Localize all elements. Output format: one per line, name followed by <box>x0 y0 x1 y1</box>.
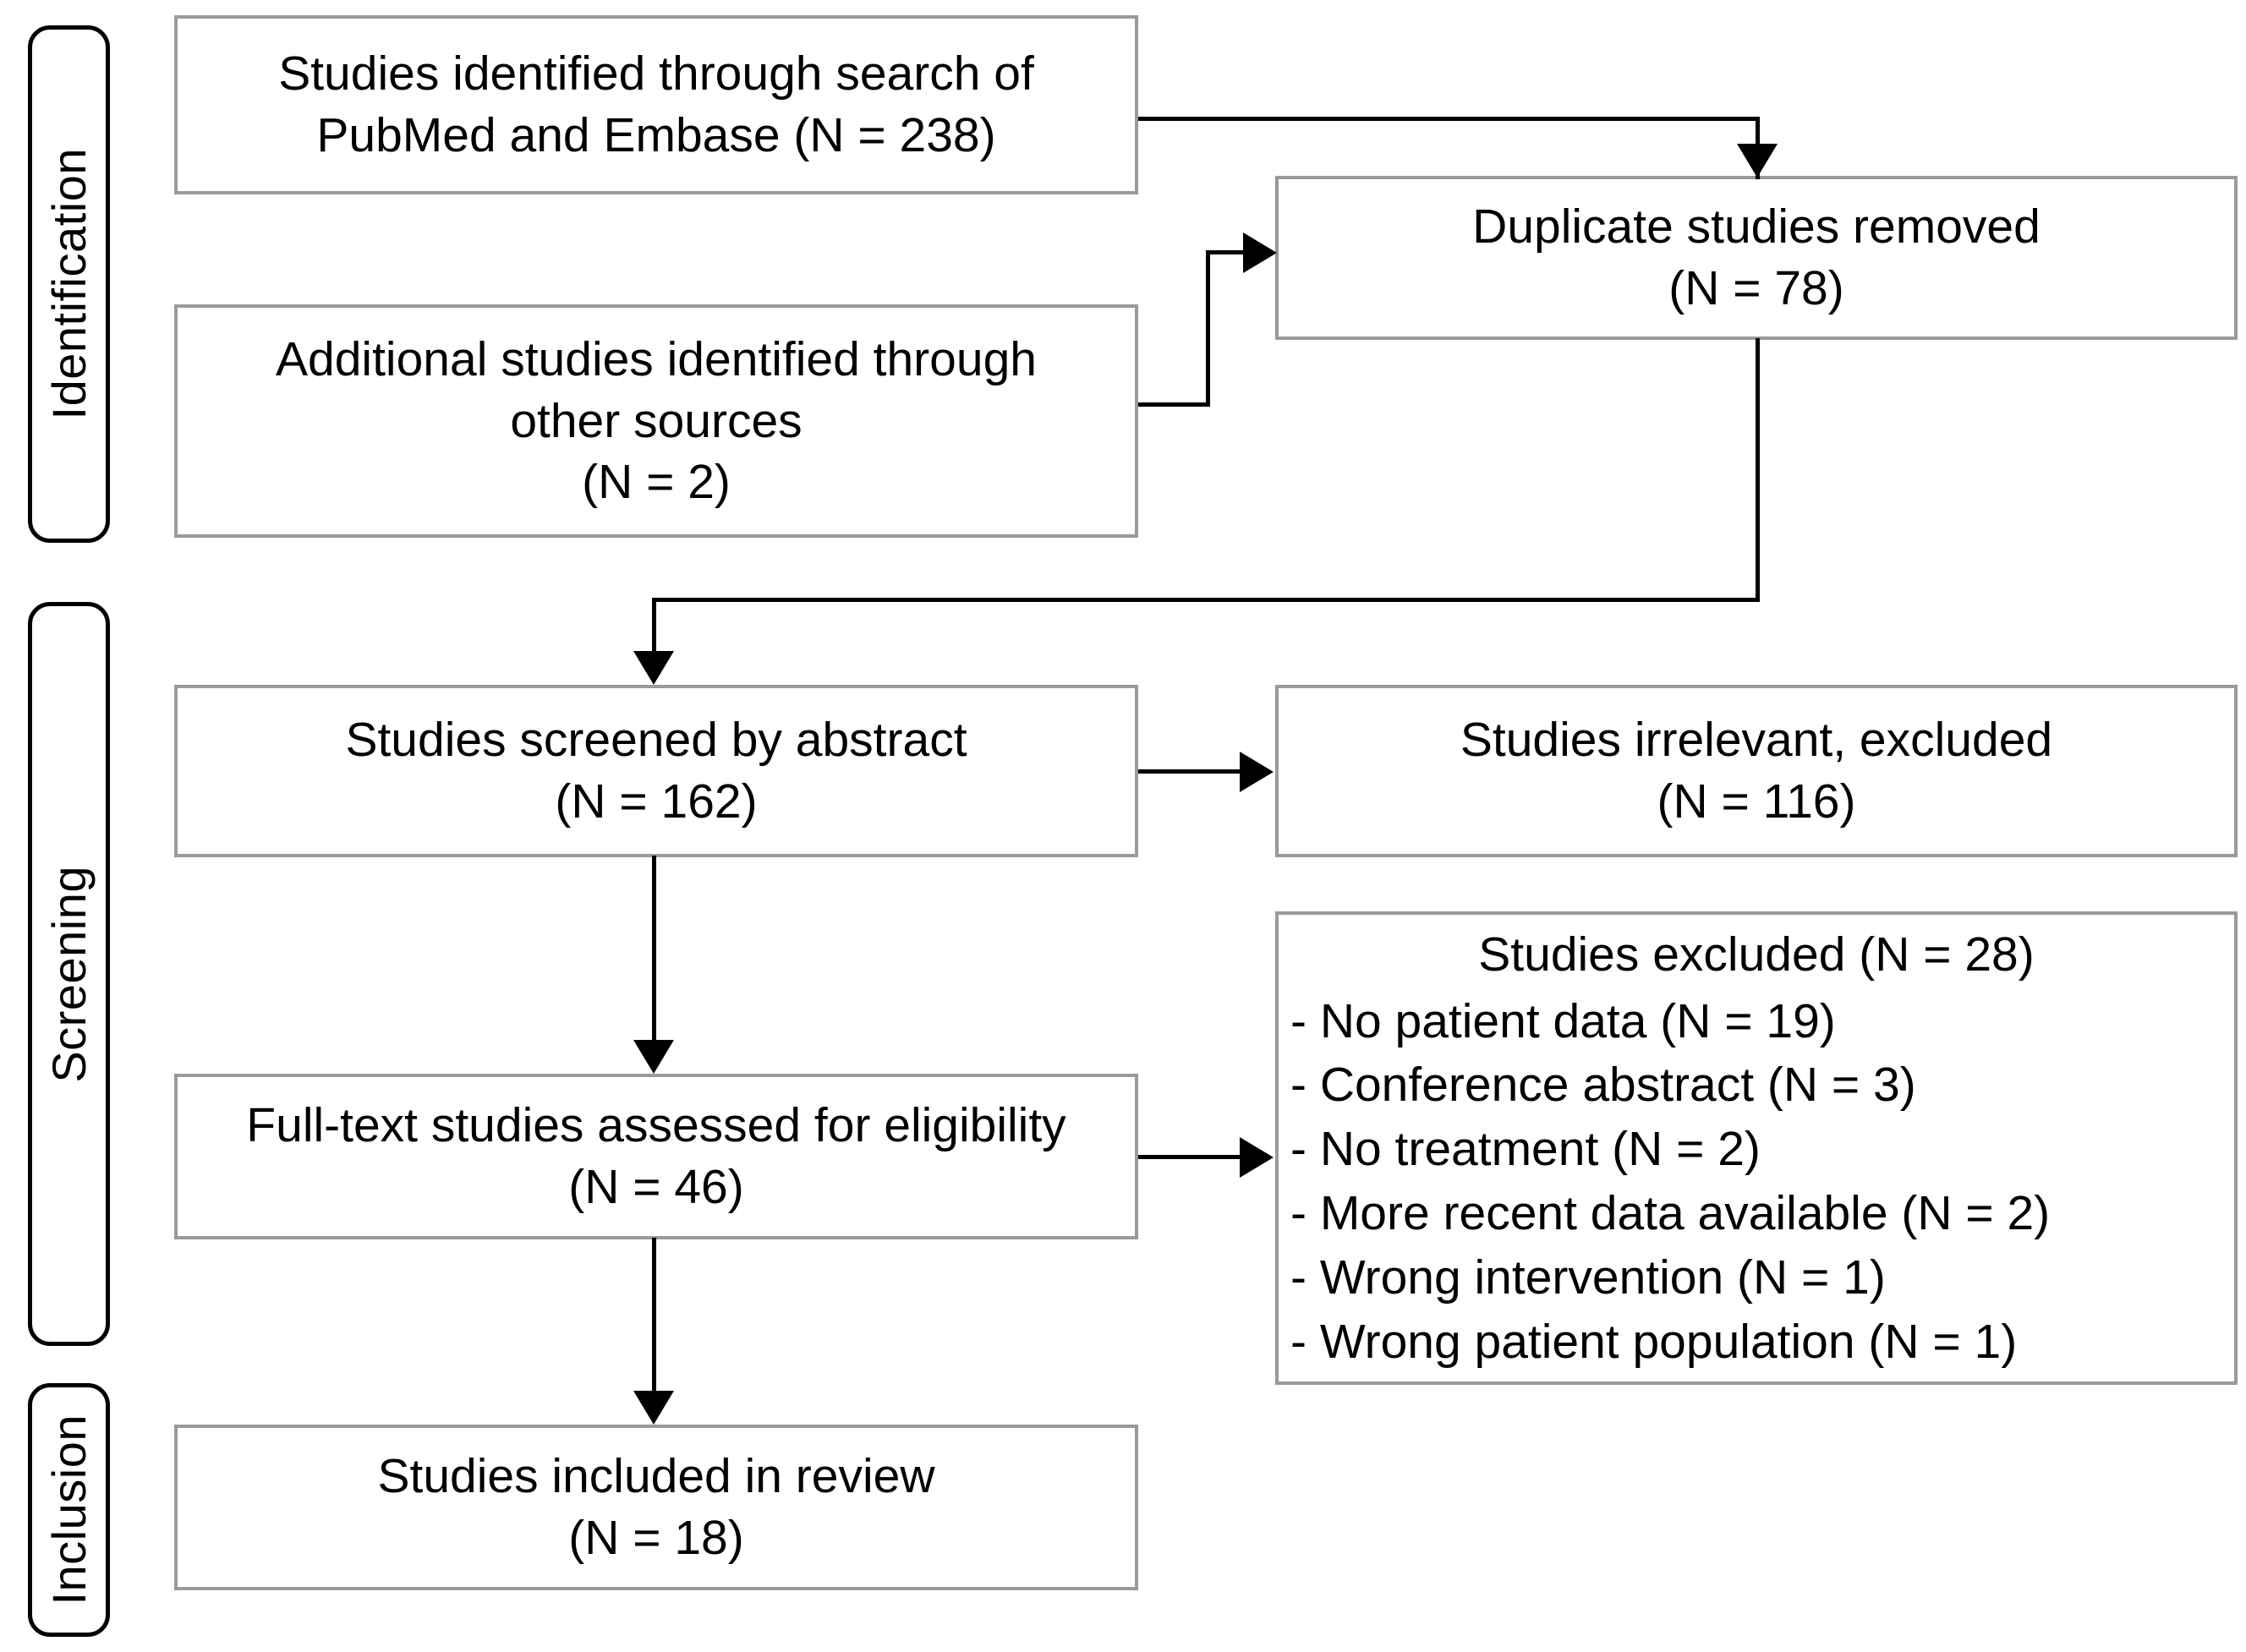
arrowhead-fulltext-to-excluded <box>1240 1137 1274 1178</box>
connector-duplicates-to-screened-v2 <box>652 598 656 659</box>
connector-screened-to-irrelevant <box>1138 769 1244 774</box>
list-item: - Wrong patient population (N = 1) <box>1290 1314 2018 1369</box>
box-records-other: Additional studies identified through ot… <box>174 304 1138 538</box>
box-screened-abstract-text: Studies screened by abstract (N = 162) <box>345 713 967 829</box>
box-records-other-text: Additional studies identified through ot… <box>276 331 1037 510</box>
box-duplicates-removed-text: Duplicate studies removed (N = 78) <box>1472 200 2041 315</box>
arrowhead-fulltext-to-included <box>633 1391 674 1425</box>
box-duplicates-removed: Duplicate studies removed (N = 78) <box>1275 176 2238 340</box>
box-records-database-text: Studies identified through search of Pub… <box>278 46 1034 162</box>
box-irrelevant-excluded-text: Studies irrelevant, excluded (N = 116) <box>1460 713 2053 829</box>
connector-duplicates-to-screened-h <box>652 598 1760 602</box>
box-records-database: Studies identified through search of Pub… <box>174 15 1138 194</box>
stage-inclusion-label: Inclusion <box>41 1414 96 1606</box>
arrowhead-records-database-to-duplicates <box>1737 144 1778 178</box>
list-item: - More recent data available (N = 2) <box>1290 1186 2051 1241</box>
box-fulltext-assessed: Full-text studies assessed for eligibili… <box>174 1074 1138 1239</box>
box-included-review-text: Studies included in review (N = 18) <box>377 1449 935 1565</box>
connector-records-database-to-duplicates-h <box>1138 117 1760 121</box>
list-item: - Wrong intervention (N = 1) <box>1290 1250 1886 1305</box>
list-item: - No treatment (N = 2) <box>1290 1122 1761 1177</box>
connector-fulltext-to-excluded <box>1138 1155 1244 1159</box>
box-excluded-reasons: Studies excluded (N = 28) - No patient d… <box>1275 911 2238 1385</box>
stage-inclusion: Inclusion <box>28 1383 110 1637</box>
excluded-reasons-list: - No patient data (N = 19) - Conference … <box>1279 990 2234 1375</box>
stage-identification: Identification <box>28 25 110 543</box>
stage-screening-label: Screening <box>41 865 96 1083</box>
arrowhead-screened-to-irrelevant <box>1240 752 1274 792</box>
list-item: - No patient data (N = 19) <box>1290 993 1836 1048</box>
arrowhead-screened-to-fulltext <box>633 1040 674 1074</box>
list-item: - Conference abstract (N = 3) <box>1290 1058 1916 1113</box>
box-included-review: Studies included in review (N = 18) <box>174 1425 1138 1590</box>
connector-fulltext-to-included <box>652 1238 656 1398</box>
connector-screened-to-fulltext <box>652 856 656 1048</box>
excluded-reasons-title: Studies excluded (N = 28) <box>1478 927 2035 982</box>
arrowhead-duplicates-to-screened <box>633 651 674 685</box>
arrowhead-records-other-to-duplicates <box>1243 232 1277 273</box>
stage-screening: Screening <box>28 602 110 1346</box>
connector-records-other-to-duplicates-h2 <box>1206 250 1265 254</box>
box-fulltext-assessed-text: Full-text studies assessed for eligibili… <box>246 1098 1066 1214</box>
connector-duplicates-to-screened-v1 <box>1756 338 1760 602</box>
connector-records-other-to-duplicates-v <box>1206 250 1210 404</box>
stage-identification-label: Identification <box>41 148 96 420</box>
excluded-reasons-content: Studies excluded (N = 28) - No patient d… <box>1279 915 2234 1382</box>
connector-records-other-to-duplicates-h1 <box>1138 402 1210 407</box>
box-irrelevant-excluded: Studies irrelevant, excluded (N = 116) <box>1275 685 2238 857</box>
box-screened-abstract: Studies screened by abstract (N = 162) <box>174 685 1138 857</box>
